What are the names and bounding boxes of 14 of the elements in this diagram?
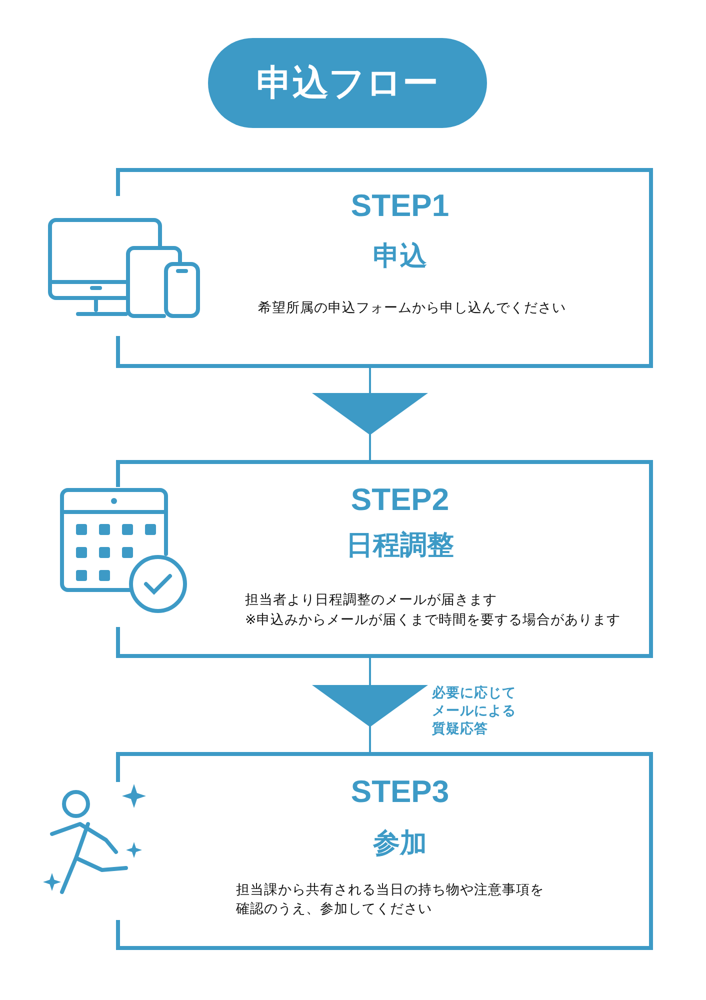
step-number: STEP3	[350, 774, 450, 810]
edge-label: 必要に応じてメールによる質疑応答	[432, 684, 517, 738]
description-text: 担当者より日程調整のメールが届きます	[245, 591, 498, 609]
step-number: STEP2	[350, 482, 450, 518]
description-text: 希望所属の申込フォームから申し込んでください	[258, 299, 567, 317]
step-heading: 日程調整	[345, 529, 455, 561]
arrow	[312, 368, 428, 460]
description-text: 担当課から共有される当日の持ち物や注意事項を確認のうえ、参加してください	[236, 881, 545, 918]
step-heading: 参加	[372, 827, 428, 859]
description-text: ※申込みからメールが届くまで時間を要する場合があります	[245, 611, 622, 629]
step-number: STEP1	[350, 188, 450, 224]
title-banner: 申込フロー	[208, 38, 487, 128]
step-heading: 申込	[372, 240, 428, 272]
arrow	[312, 658, 428, 752]
